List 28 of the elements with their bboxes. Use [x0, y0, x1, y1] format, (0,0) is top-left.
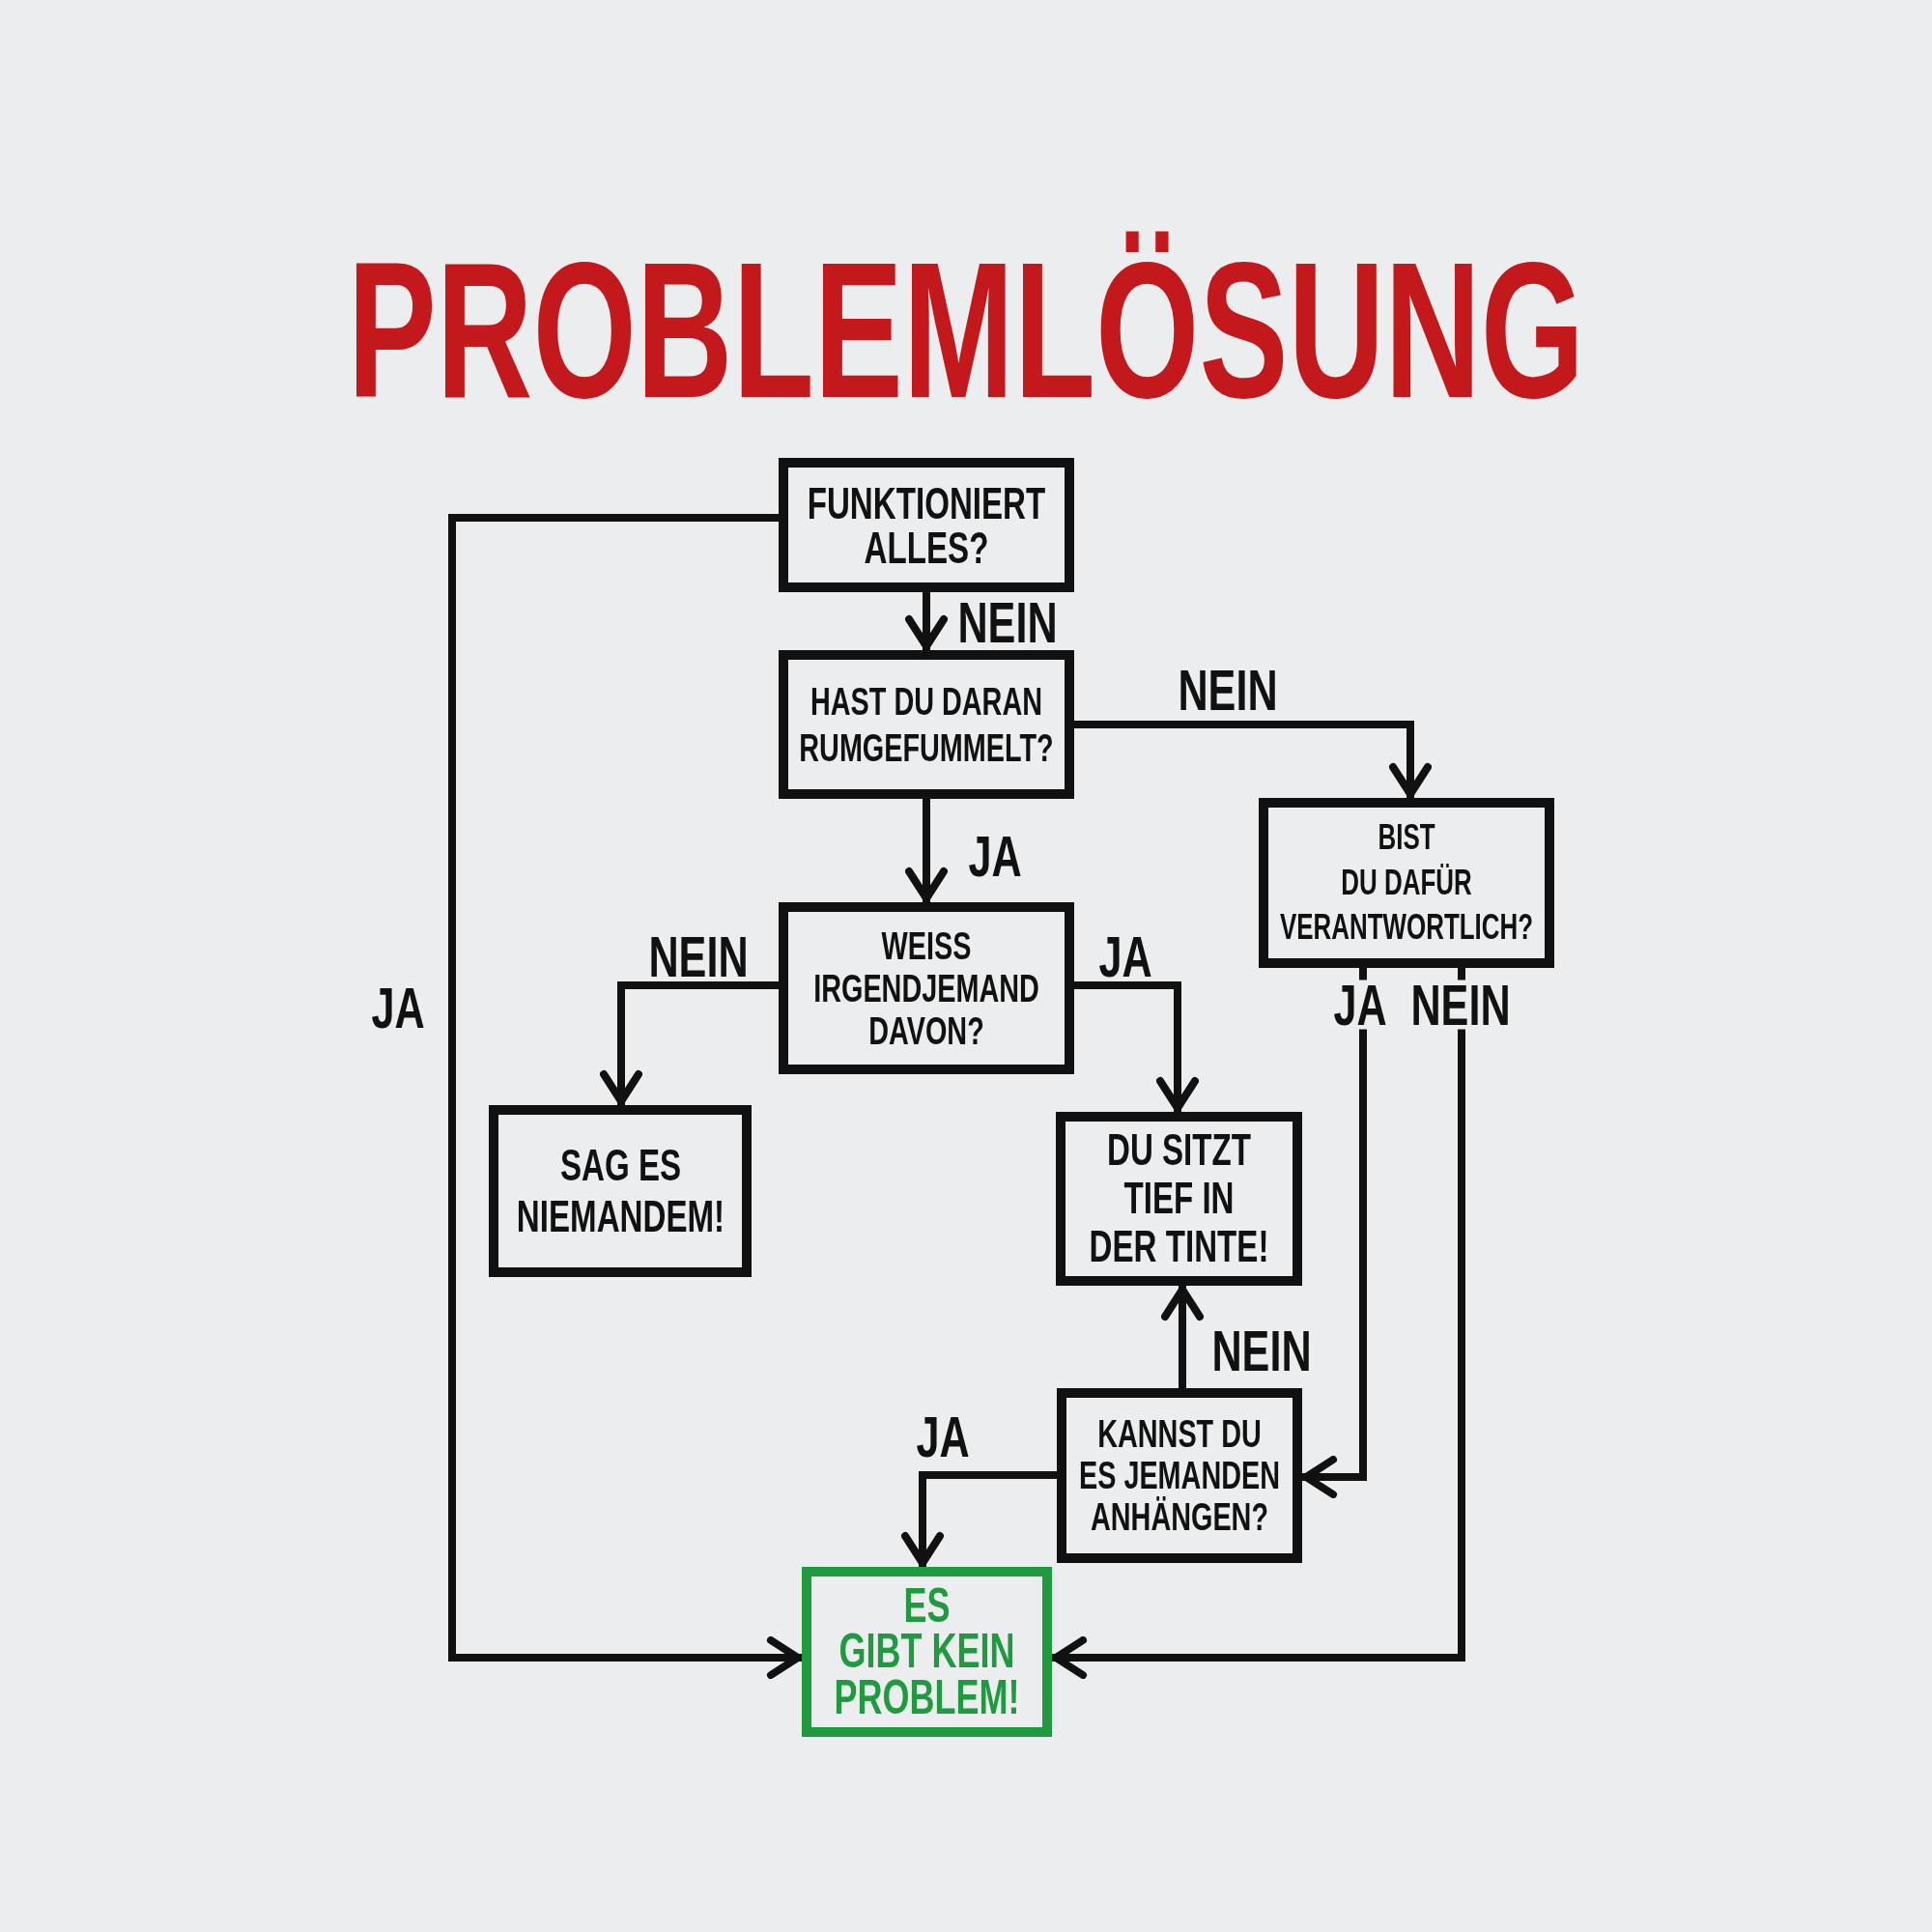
outcome-box	[1056, 1112, 1302, 1286]
decision-box	[779, 458, 1074, 592]
arrow	[1161, 1286, 1204, 1388]
arrow	[448, 514, 802, 1679]
outcome-box	[802, 1567, 1052, 1737]
edge-label: JA	[1331, 980, 1389, 1030]
decision-box	[779, 650, 1074, 799]
arrow	[905, 592, 948, 650]
decision-box	[779, 902, 1074, 1074]
outcome-text: DU SITZT TIEF IN DER TINTE!	[1088, 1126, 1270, 1271]
arrow	[905, 799, 948, 902]
question-text: HAST DU DARAN RUMGEFUMMELT?	[798, 679, 1055, 771]
question-text: WEISS IRGENDJEMAND DAVON?	[812, 924, 1040, 1052]
question-text: FUNKTIONIERT ALLES?	[806, 480, 1047, 570]
title: PROBLEMLÖSUNG	[347, 221, 1585, 440]
outcome-text: ES GIBT KEIN PROBLEM!	[833, 1582, 1021, 1721]
arrow	[1052, 968, 1465, 1679]
decision-box	[1259, 798, 1554, 968]
arrow	[600, 981, 779, 1105]
question-text: KANNST DU ES JEMANDEN ANHÄNGEN?	[1077, 1412, 1281, 1539]
decision-box	[1057, 1388, 1302, 1563]
outcome-text: SAG ES NIEMANDEM!	[515, 1140, 725, 1242]
arrow	[1074, 721, 1432, 798]
outcome-box	[489, 1105, 752, 1277]
arrow	[1074, 981, 1199, 1112]
question-text: BIST DU DAFÜR VERANTWORTLICH?	[1278, 815, 1535, 950]
arrow	[1302, 968, 1367, 1498]
arrow	[901, 1471, 1057, 1567]
